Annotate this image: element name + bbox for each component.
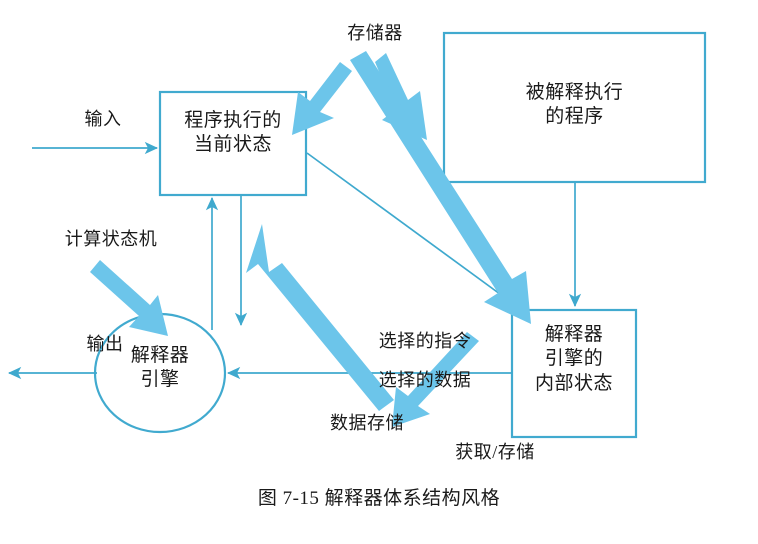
edge-state-machine-to-engine-thick xyxy=(90,260,168,336)
edge-memory-to-state-thick xyxy=(292,62,352,135)
edge-state-to-internal xyxy=(306,152,516,306)
node-interpreted-program-box xyxy=(442,31,707,184)
edge-data-store-to-state-thick xyxy=(246,224,394,411)
edge-fetch-store-thick xyxy=(392,332,479,427)
node-interpreter-internal-state-box xyxy=(510,308,638,439)
edge-memory-to-internal-thick xyxy=(350,51,531,324)
node-current-state-box xyxy=(158,90,308,197)
